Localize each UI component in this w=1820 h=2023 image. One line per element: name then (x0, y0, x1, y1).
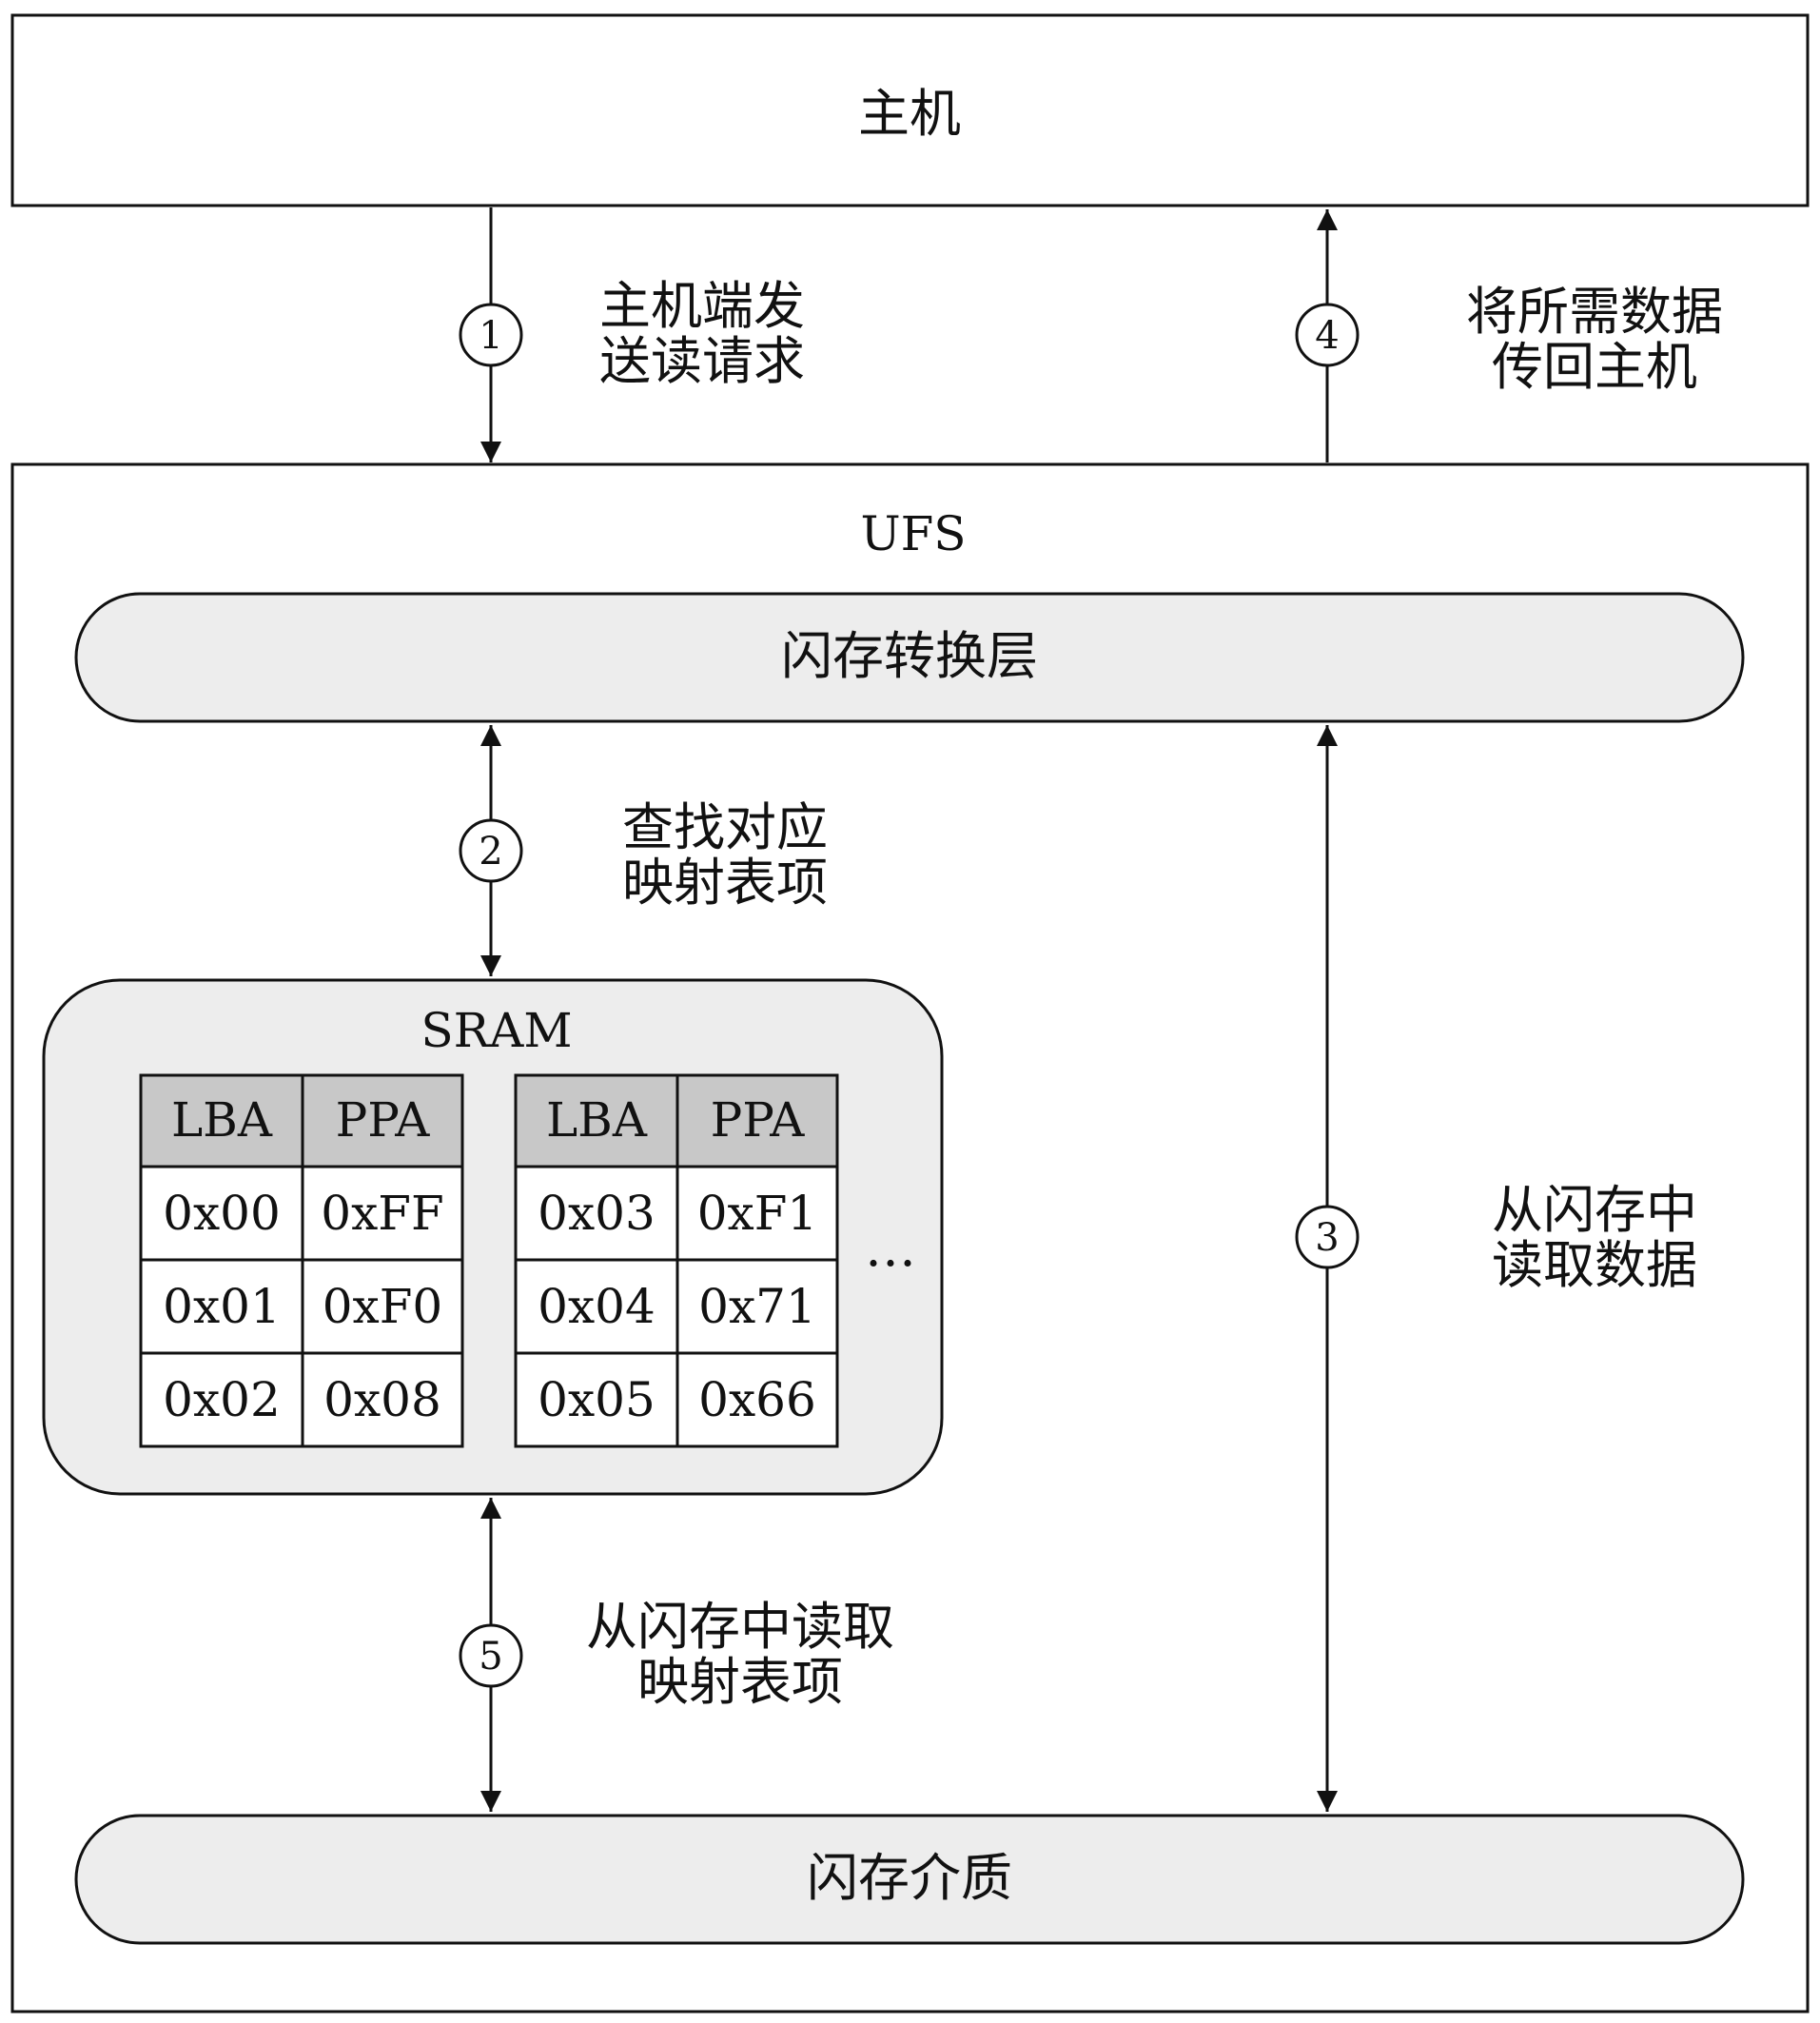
table1-cell: 0xF0 (323, 1279, 443, 1334)
step-5-description: 从闪存中读取 映射表项 (586, 1597, 894, 1712)
ufs-label: UFS (860, 506, 966, 561)
host-box: 主机 (10, 13, 1810, 207)
ftl-label: 闪存转换层 (781, 626, 1038, 686)
table1-header-ppa: PPA (336, 1092, 431, 1148)
step-1-line-1: 主机端发 (599, 276, 805, 336)
table-ellipsis: … (865, 1218, 916, 1278)
step-2-number: 2 (479, 830, 502, 874)
step-2-line-1: 查找对应 (622, 797, 828, 857)
table1-header-lba: LBA (171, 1092, 273, 1148)
step-4-description: 将所需数据 传回主机 (1466, 282, 1723, 397)
table2-cell: 0xF1 (697, 1186, 818, 1241)
table1-cell: 0x02 (163, 1372, 281, 1427)
step-2-marker: 2 (459, 818, 523, 883)
step-1-line-2: 送读请求 (599, 331, 805, 391)
sram-label: SRAM (421, 1003, 572, 1058)
step-5-number: 5 (479, 1635, 502, 1679)
table2-cell: 0x03 (538, 1186, 656, 1241)
step-4-line-2: 传回主机 (1492, 337, 1697, 397)
step-5-line-2: 映射表项 (637, 1652, 843, 1712)
step-4-line-1: 将所需数据 (1466, 282, 1723, 342)
table2-cell: 0x71 (698, 1279, 816, 1334)
mapping-table-1: LBA PPA 0x00 0xFF 0x01 0xF0 0x02 0x08 (139, 1073, 464, 1448)
step-2-line-2: 映射表项 (622, 853, 828, 913)
step-3-marker: 3 (1295, 1205, 1360, 1269)
step-3-description: 从闪存中 读取数据 (1492, 1180, 1697, 1295)
step-2-description: 查找对应 映射表项 (622, 797, 828, 913)
table2-header-ppa: PPA (711, 1092, 806, 1148)
table2-header-lba: LBA (546, 1092, 648, 1148)
step-3-line-1: 从闪存中 (1492, 1180, 1697, 1240)
step-4-marker: 4 (1295, 303, 1360, 367)
table1-cell: 0x00 (163, 1186, 281, 1241)
step-1-number: 1 (479, 314, 502, 358)
step-1-marker: 1 (459, 303, 523, 367)
step-1-description: 主机端发 送读请求 (599, 276, 805, 391)
step-5-marker: 5 (459, 1623, 523, 1688)
table1-cell: 0x08 (323, 1372, 441, 1427)
table1-cell: 0x01 (163, 1279, 281, 1334)
host-label: 主机 (858, 84, 961, 144)
table1-cell: 0xFF (321, 1186, 443, 1241)
table2-cell: 0x66 (698, 1372, 816, 1427)
table2-cell: 0x04 (538, 1279, 656, 1334)
step-3-line-2: 读取数据 (1492, 1235, 1697, 1295)
step-5-line-1: 从闪存中读取 (586, 1597, 894, 1657)
step-3-number: 3 (1315, 1216, 1339, 1260)
flash-label: 闪存介质 (807, 1848, 1012, 1908)
flash-box: 闪存介质 (74, 1814, 1745, 1945)
table2-cell: 0x05 (538, 1372, 656, 1427)
step-4-number: 4 (1315, 314, 1339, 358)
mapping-table-2: LBA PPA 0x03 0xF1 0x04 0x71 0x05 0x66 (514, 1073, 839, 1448)
ftl-box: 闪存转换层 (74, 592, 1745, 723)
